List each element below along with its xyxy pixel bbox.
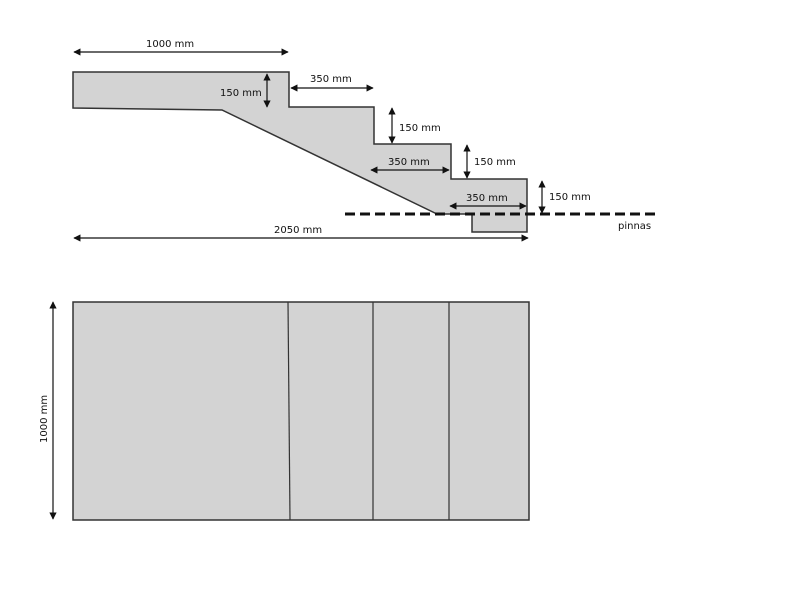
landing-thickness-label: 150 mm bbox=[220, 88, 262, 99]
stair-profile bbox=[72, 71, 528, 233]
tread-1-label: 350 mm bbox=[310, 74, 352, 85]
tread-2-label: 350 mm bbox=[388, 157, 430, 168]
riser-3-label: 150 mm bbox=[549, 192, 591, 203]
landing-edge-line bbox=[287, 301, 291, 521]
plan-outline bbox=[72, 301, 530, 521]
side-view: pinnas 1000 mm 150 mm 350 mm 150 mm 350 … bbox=[72, 39, 655, 242]
tread-3-label: 350 mm bbox=[466, 193, 508, 204]
overall-length-label: 2050 mm bbox=[274, 225, 322, 236]
riser-1-label: 150 mm bbox=[399, 123, 441, 134]
width-label: 1000 mm bbox=[39, 395, 50, 443]
plan-view: 1000 mm bbox=[39, 301, 530, 521]
riser-2-label: 150 mm bbox=[474, 157, 516, 168]
landing-length-label: 1000 mm bbox=[146, 39, 194, 50]
ground-label: pinnas bbox=[618, 221, 651, 232]
